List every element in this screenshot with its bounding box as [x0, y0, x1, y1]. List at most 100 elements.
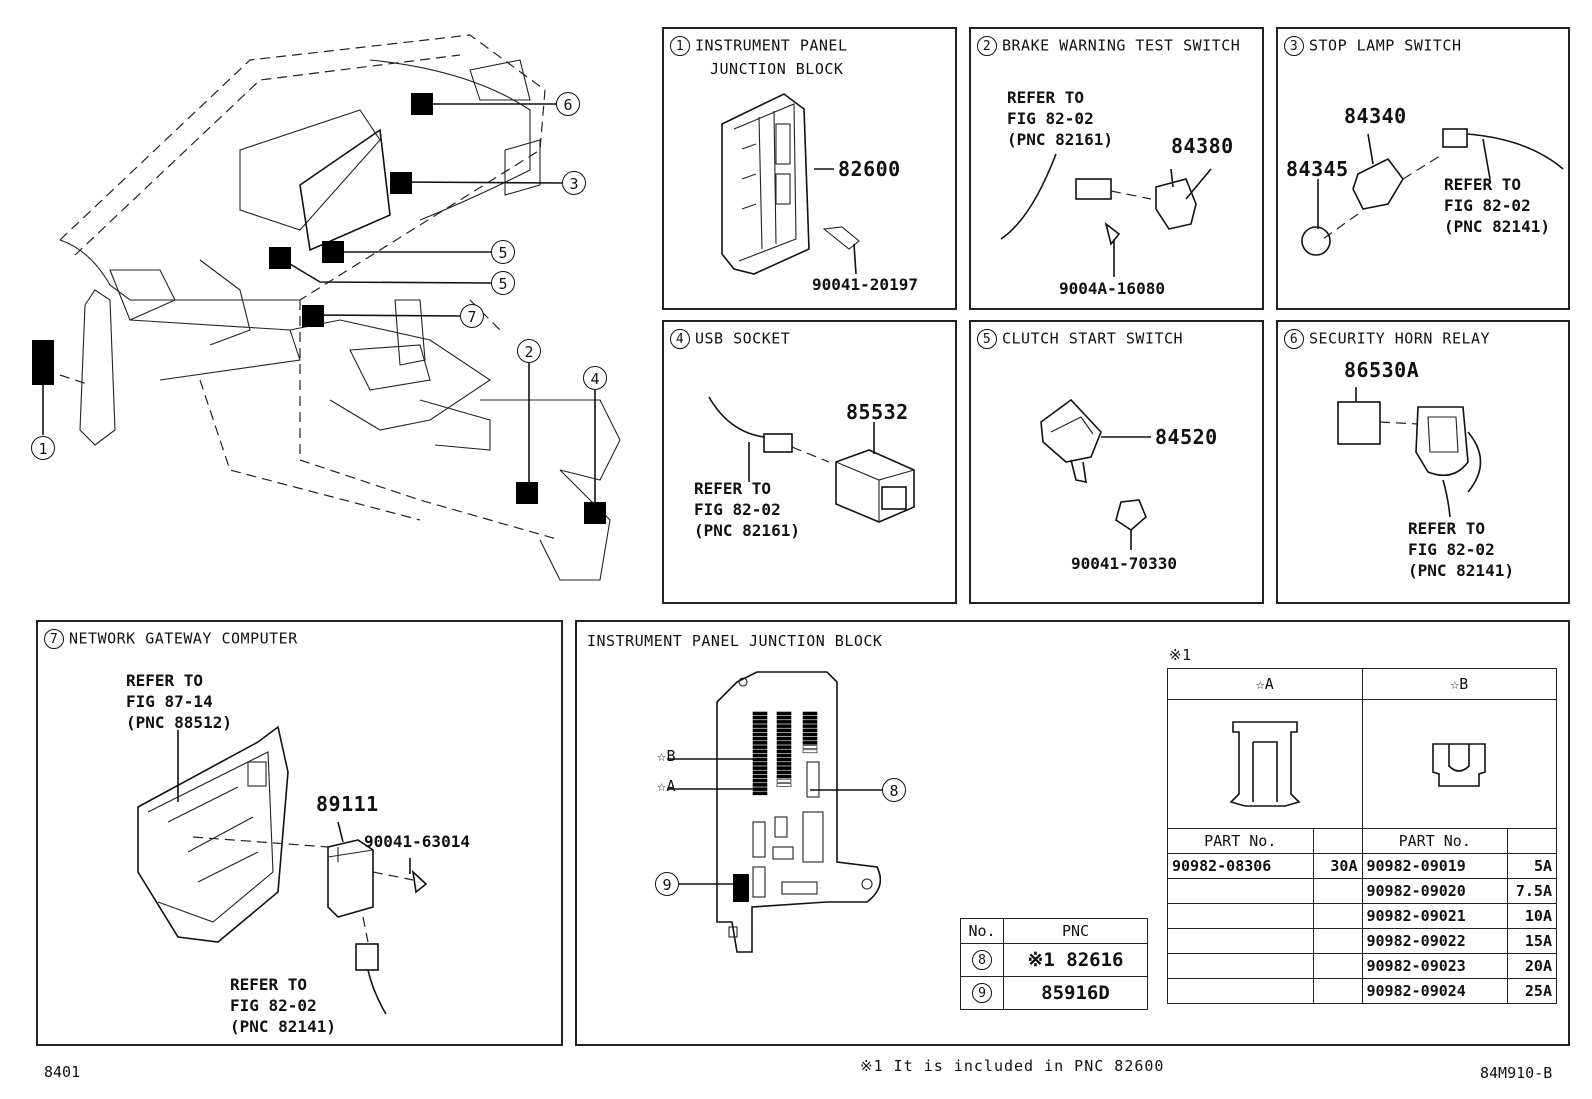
callout-8: 8	[882, 778, 906, 802]
panel-title: INSTRUMENT PANEL JUNCTION BLOCK	[587, 632, 883, 650]
fuse-a-part-number	[1167, 978, 1314, 1004]
pnc-row-no: 8	[972, 950, 992, 970]
part-number-84340: 84340	[1344, 104, 1407, 128]
panel-title: USB SOCKET	[695, 329, 791, 348]
label-star-a: ☆A	[657, 777, 677, 795]
refer-to-note-bracket: REFER TO FIG 87-14 (PNC 88512)	[126, 671, 232, 732]
dashboard-overview-drawing	[32, 34, 621, 581]
fuse-a-part-number	[1167, 903, 1314, 929]
fuse-table: ☆A ☆B PART No. PART No. 90982-0	[1167, 668, 1557, 1004]
refer-to-note: REFER TO FIG 82-02 (PNC 82161)	[694, 479, 800, 540]
overview-callout-2: 2	[517, 339, 541, 363]
fuse-b-part-header: PART No.	[1361, 828, 1508, 854]
fuse-col-a-header: ☆A	[1167, 668, 1363, 700]
panel-network-gateway-computer: 7 NETWORK GATEWAY COMPUTER REFER TO FIG 8…	[36, 620, 563, 1046]
overview-callout-5b: 5	[491, 271, 515, 295]
junction-block-layout-drawing	[667, 671, 882, 953]
overview-callout-6: 6	[556, 92, 580, 116]
fuse-a-amperage	[1312, 978, 1363, 1004]
fuse-b-part-number: 90982-09023	[1361, 953, 1508, 979]
panel-title: BRAKE WARNING TEST SWITCH	[1002, 36, 1241, 55]
part-number-82600: 82600	[838, 157, 901, 181]
panel-title: CLUTCH START SWITCH	[1002, 329, 1184, 348]
panel-instrument-panel-junction-block: 1 INSTRUMENT PANEL JUNCTION BLOCK 82600 9…	[662, 27, 957, 310]
fuse-a-part-header: PART No.	[1167, 828, 1314, 854]
fuse-b-amperage: 10A	[1507, 903, 1557, 929]
fuse-a-part-number	[1167, 928, 1314, 954]
refer-to-note-connector: REFER TO FIG 82-02 (PNC 82141)	[230, 975, 336, 1036]
refer-to-note: REFER TO FIG 82-02 (PNC 82141)	[1408, 519, 1514, 580]
part-number-screw: 90041-63014	[364, 832, 470, 851]
pnc-row-value: 85916D	[1003, 976, 1148, 1010]
fuse-a-amperage	[1312, 903, 1363, 929]
panel-number: 7	[44, 629, 64, 649]
footer-drawing-id: 84M910-B	[1480, 1064, 1553, 1082]
panel-title-line2: JUNCTION BLOCK	[710, 60, 844, 78]
fuse-b-amperage: 7.5A	[1507, 878, 1557, 904]
overview-callout-4: 4	[583, 366, 607, 390]
stop-lamp-switch-drawing	[1301, 128, 1564, 256]
brake-switch-drawing	[1000, 153, 1212, 277]
pnc-row-value: ※1 82616	[1003, 943, 1148, 977]
fuse-b-amperage: 20A	[1507, 953, 1557, 979]
fuse-a-amperage	[1312, 953, 1363, 979]
fuse-b-amperage: 15A	[1507, 928, 1557, 954]
fuse-a-amperage	[1312, 878, 1363, 904]
fuse-a-amperage: 30A	[1312, 853, 1363, 879]
fuse-b-part-number: 90982-09022	[1361, 928, 1508, 954]
panel-title: SECURITY HORN RELAY	[1309, 329, 1491, 348]
part-number-screw: 90041-70330	[1071, 554, 1177, 573]
panel-number: 3	[1284, 36, 1304, 56]
panel-title: NETWORK GATEWAY COMPUTER	[69, 629, 298, 648]
part-number-screw: 90041-20197	[812, 275, 918, 294]
fuse-b-part-number: 90982-09019	[1361, 853, 1508, 879]
fuse-a-amperage	[1312, 928, 1363, 954]
overview-callout-3: 3	[562, 171, 586, 195]
fuse-b-illustration	[1361, 699, 1557, 829]
fuse-a-illustration	[1167, 699, 1363, 829]
refer-to-note: REFER TO FIG 82-02 (PNC 82161)	[1007, 88, 1113, 149]
part-number-84520: 84520	[1155, 425, 1218, 449]
label-star-b: ☆B	[657, 747, 677, 765]
footer-figure-number: 8401	[44, 1063, 81, 1081]
fuse-b-part-number: 90982-09021	[1361, 903, 1508, 929]
pnc-table: No. PNC 8 ※1 82616 9 85916D	[960, 918, 1148, 1010]
footer-note: ※1 It is included in PNC 82600	[860, 1057, 1165, 1075]
overview-callout-1: 1	[31, 436, 55, 460]
part-number-84380: 84380	[1171, 134, 1234, 158]
fuse-b-part-number: 90982-09020	[1361, 878, 1508, 904]
part-number-85532: 85532	[846, 400, 909, 424]
panel-junction-block-detail: INSTRUMENT PANEL JUNCTION BLOCK ☆B ☆A 8 …	[575, 620, 1570, 1046]
fuse-b-amperage: 25A	[1507, 978, 1557, 1004]
junction-block-drawing	[721, 93, 860, 275]
panel-title: STOP LAMP SWITCH	[1309, 36, 1462, 55]
panel-number: 1	[670, 36, 690, 56]
part-number-89111: 89111	[316, 792, 379, 816]
panel-number: 4	[670, 329, 690, 349]
panel-number: 6	[1284, 329, 1304, 349]
refer-to-note: REFER TO FIG 82-02 (PNC 82141)	[1444, 175, 1550, 236]
fuse-a-part-number: 90982-08306	[1167, 853, 1314, 879]
pnc-header-no: No.	[960, 918, 1004, 944]
fuse-a-part-number	[1167, 953, 1314, 979]
part-number-screw: 9004A-16080	[1059, 279, 1165, 298]
gateway-computer-drawing	[137, 725, 428, 1015]
fuse-a-part-number	[1167, 878, 1314, 904]
usb-socket-drawing	[708, 396, 915, 523]
panel-number: 2	[977, 36, 997, 56]
pnc-row-no: 9	[972, 983, 992, 1003]
panel-title: INSTRUMENT PANEL	[695, 36, 848, 55]
fuse-col-b-header: ☆B	[1361, 668, 1557, 700]
panel-brake-warning-test-switch: 2 BRAKE WARNING TEST SWITCH REFER TO FIG …	[969, 27, 1264, 310]
fuse-table-note-mark: ※1	[1169, 646, 1192, 664]
fuse-b-part-number: 90982-09024	[1361, 978, 1508, 1004]
fuse-b-amperage: 5A	[1507, 853, 1557, 879]
